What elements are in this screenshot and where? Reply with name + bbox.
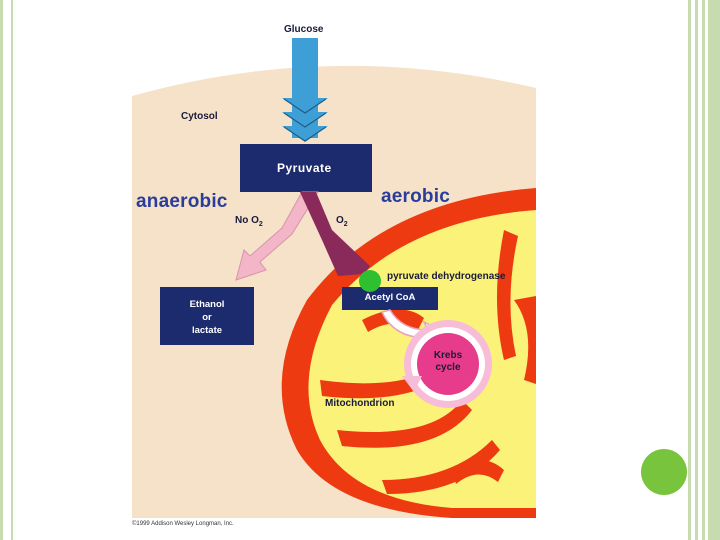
ethanol-lactate-label: Ethanol or lactate bbox=[160, 298, 254, 337]
ethanol-line-2: or bbox=[202, 312, 212, 323]
cytosol-label: Cytosol bbox=[181, 111, 218, 122]
right-frame-border bbox=[684, 0, 720, 540]
krebs-cycle-center bbox=[417, 333, 479, 395]
no-o2-subscript: 2 bbox=[258, 221, 263, 228]
acetyl-coa-label: Acetyl CoA bbox=[364, 292, 416, 303]
no-o2-text: No O bbox=[235, 215, 259, 226]
ethanol-line-3: lactate bbox=[191, 325, 223, 336]
no-o2-label: No O2 bbox=[235, 215, 263, 228]
krebs-line-1: Krebs bbox=[433, 350, 463, 361]
pyruvate-dehydrogenase-dot bbox=[359, 270, 381, 292]
copyright-label: ©1999 Addison Wesley Longman, Inc. bbox=[132, 521, 234, 527]
decorative-green-dot bbox=[641, 449, 687, 495]
glucose-label: Glucose bbox=[284, 24, 324, 35]
pyruvate-label: Pyruvate bbox=[277, 161, 332, 175]
enzyme-label: pyruvate dehydrogenase bbox=[387, 271, 506, 282]
anaerobic-label: anaerobic bbox=[136, 191, 228, 212]
acetyl-coa-box bbox=[342, 287, 438, 310]
respiration-diagram: Glucose Cytosol Pyruvate anaerobic aerob… bbox=[132, 0, 536, 540]
pyruvate-box bbox=[240, 144, 372, 192]
o2-text: O bbox=[336, 215, 344, 226]
krebs-cycle-arrowhead bbox=[402, 376, 422, 392]
aerobic-arrow bbox=[300, 192, 370, 276]
o2-subscript: 2 bbox=[343, 221, 348, 228]
anaerobic-arrow bbox=[235, 191, 319, 281]
glucose-arrowhead-lines bbox=[283, 98, 327, 142]
krebs-line-2: cycle bbox=[435, 362, 461, 373]
o2-label: O2 bbox=[336, 215, 348, 228]
ethanol-lactate-box bbox=[160, 287, 254, 345]
ethanol-line-1: Ethanol bbox=[189, 299, 225, 310]
mitochondrion-label: Mitochondrion bbox=[325, 398, 395, 409]
aerobic-label: aerobic bbox=[381, 186, 450, 207]
glucose-arrowheads bbox=[282, 98, 328, 142]
mitochondrion-cristae bbox=[320, 230, 536, 494]
diagram-graphics bbox=[132, 38, 536, 518]
left-frame-border bbox=[0, 0, 13, 540]
krebs-cycle-label: Krebs cycle bbox=[417, 350, 479, 374]
